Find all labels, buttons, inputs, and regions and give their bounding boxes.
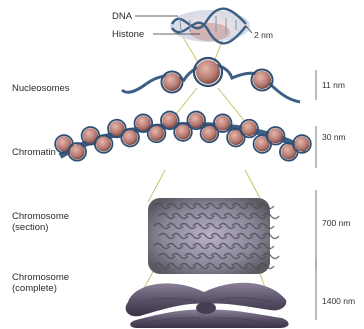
nucleosome-bead (194, 58, 222, 86)
nucleosome-bead (162, 72, 183, 93)
dna-label: DNA (112, 11, 132, 22)
chromatin-scale-label: 30 nm (322, 132, 346, 142)
chromatin-bead (268, 128, 283, 143)
chromatin-bead (162, 113, 177, 128)
chromosome-section-label: Chromosome (section) (12, 211, 69, 233)
nucleosomes-label: Nucleosomes (12, 83, 70, 94)
chromatin-bead (149, 126, 164, 141)
chromatin-bead (189, 113, 204, 128)
dna-scale-label: 2 nm (254, 30, 273, 40)
nucleosome-fiber (122, 58, 300, 102)
chromatin-label: Chromatin (12, 147, 56, 158)
chromatin-bead (295, 137, 310, 152)
chromatin-bead (176, 125, 191, 140)
histone-label: Histone (112, 29, 144, 40)
nucleosome-scale-label: 11 nm (322, 80, 345, 90)
complete-scale-label: 1400 nm (322, 296, 355, 306)
chromatin-bead (123, 130, 138, 145)
nucleosome-bead (252, 70, 273, 91)
chromatin-bead (242, 121, 257, 136)
chromatin-fiber (55, 112, 311, 161)
chromosome-complete-label: Chromosome (complete) (12, 272, 69, 294)
chromatin-bead (70, 144, 85, 159)
chromosome-complete (126, 283, 289, 328)
chromatin-bead (215, 116, 230, 131)
section-scale-label: 700 nm (322, 218, 350, 228)
chromosome-section (148, 198, 279, 274)
dna-helix (170, 9, 250, 44)
chromatin-bead (96, 137, 111, 152)
